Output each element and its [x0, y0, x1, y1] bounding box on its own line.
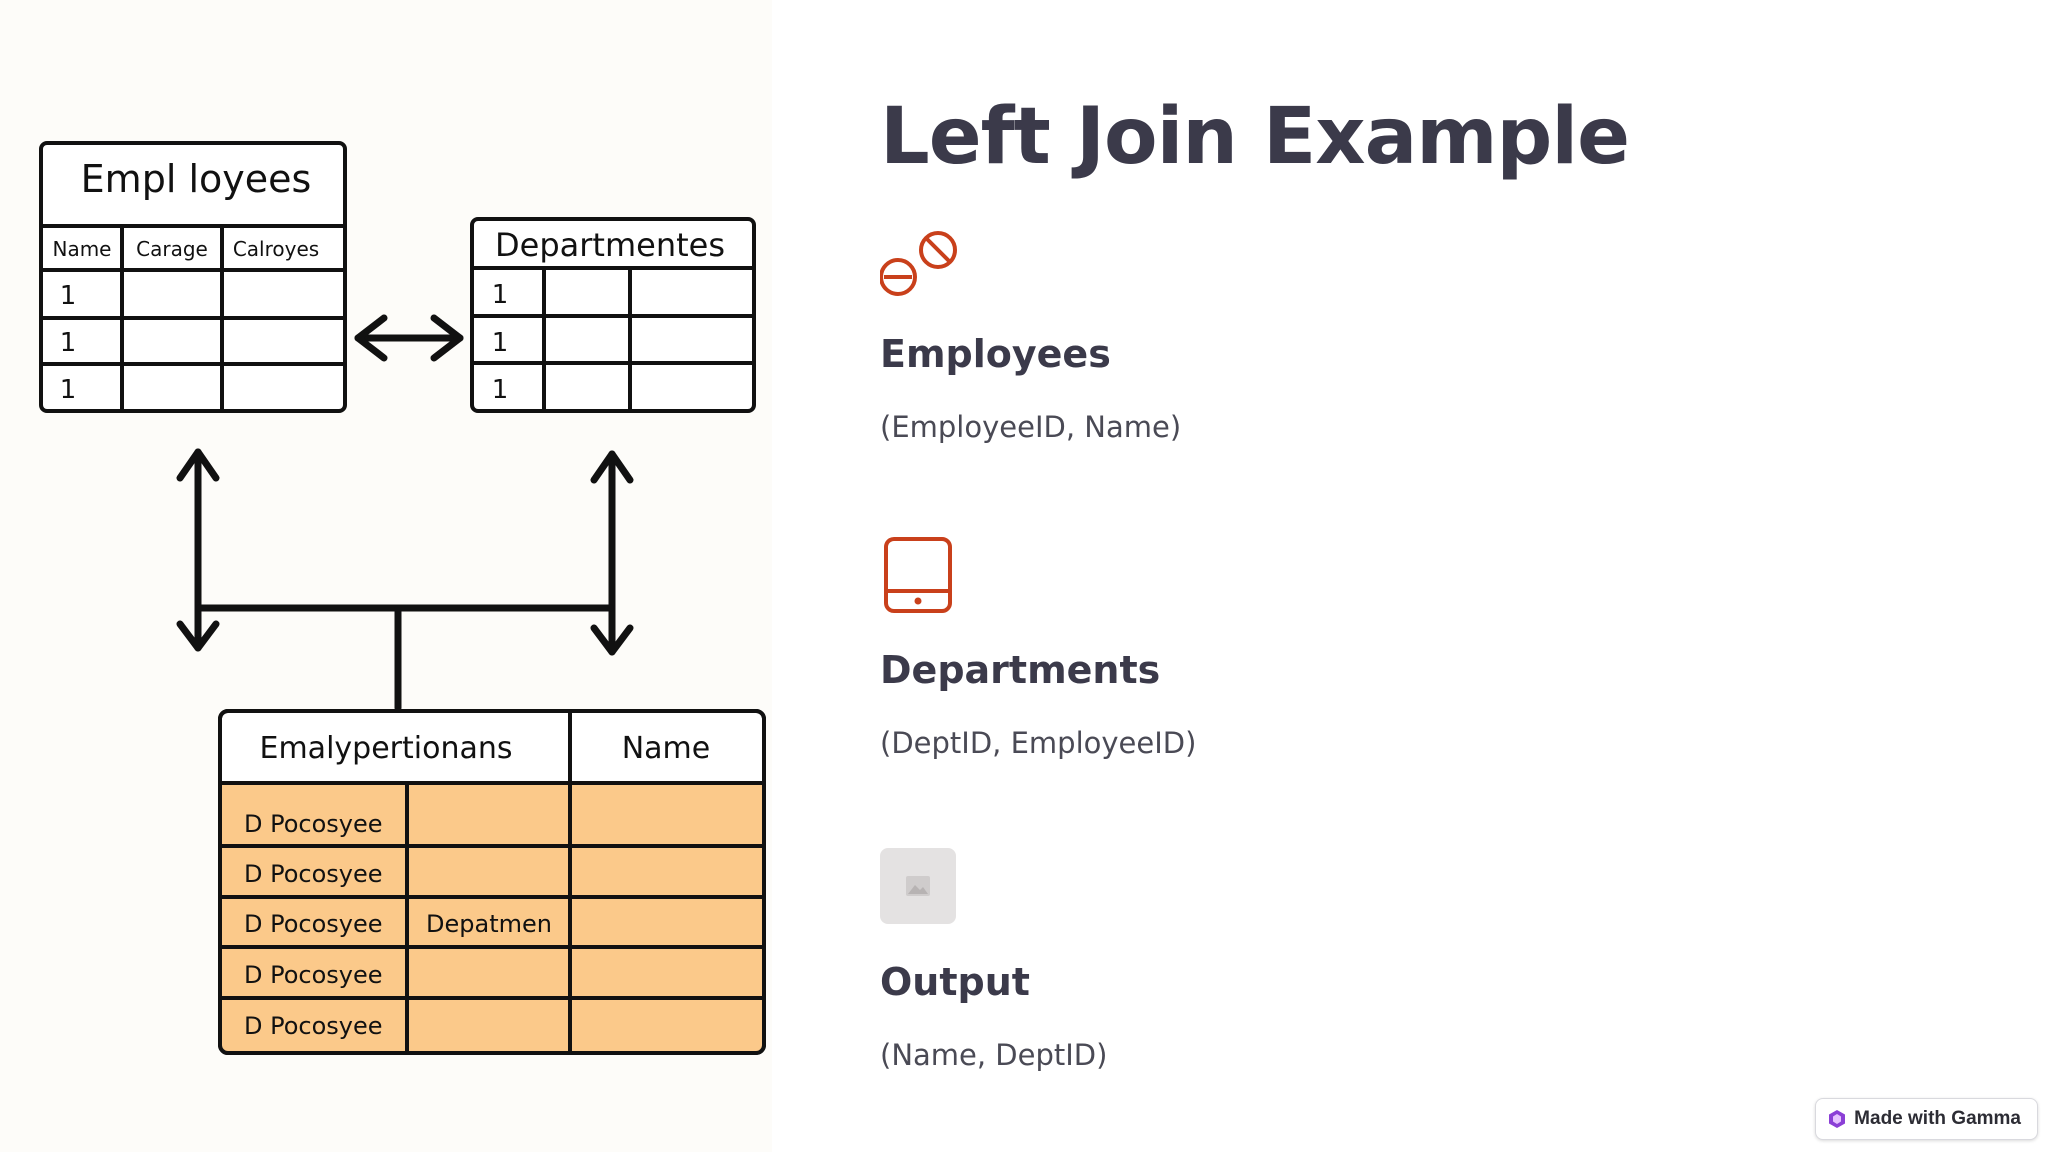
prohibited-icon: [880, 231, 957, 296]
image-placeholder-icon: [880, 848, 956, 924]
feature-departments: Departments (DeptID, EmployeeID): [880, 536, 1780, 766]
employees-col-calroyes: Calroyes: [233, 237, 319, 261]
slide-title: Left Join Example: [880, 92, 1630, 182]
departments-table: [470, 217, 756, 413]
join-illustration: Empl loyees Name Carage Calroyes 1 1 1 D…: [39, 141, 766, 1055]
departments-row-value: 1: [492, 280, 509, 310]
result-table: [218, 709, 766, 1055]
employees-col-carage: Carage: [136, 237, 208, 261]
result-row-value: D Pocosyee: [244, 1012, 383, 1040]
feature-heading: Employees: [880, 332, 1111, 376]
result-col-name: Name: [622, 731, 711, 766]
result-row-value: D Pocosyee: [244, 910, 383, 938]
made-with-gamma-badge[interactable]: Made with Gamma: [1815, 1098, 2038, 1140]
employees-table-title: Empl loyees: [81, 157, 312, 201]
result-row-dept: Depatmen: [426, 910, 552, 938]
tablet-icon: [884, 537, 952, 613]
feature-output: Output (Name, DeptID): [880, 848, 1780, 1078]
feature-text: (DeptID, EmployeeID): [880, 726, 1197, 760]
employees-row-value: 1: [60, 375, 77, 405]
employees-row-value: 1: [60, 328, 77, 358]
departments-row-value: 1: [492, 328, 509, 358]
double-arrow-icon: [354, 314, 464, 362]
result-row-value: D Pocosyee: [244, 961, 383, 989]
badge-label: Made with Gamma: [1854, 1108, 2021, 1129]
feature-text: (Name, DeptID): [880, 1038, 1108, 1072]
feature-text: (EmployeeID, Name): [880, 410, 1182, 444]
result-row-value: D Pocosyee: [244, 810, 383, 838]
result-row-value: D Pocosyee: [244, 860, 383, 888]
feature-heading: Output: [880, 960, 1030, 1004]
result-col-emalypertionans: Emalypertionans: [260, 731, 513, 766]
departments-table-title: Departmentes: [495, 226, 725, 264]
feature-heading: Departments: [880, 648, 1161, 692]
feature-employees: Employees (EmployeeID, Name): [880, 228, 1780, 458]
connector-arrows: [176, 448, 634, 712]
gamma-logo-icon: [1829, 1110, 1846, 1128]
employees-row-value: 1: [60, 281, 77, 311]
illustration-panel: Empl loyees Name Carage Calroyes 1 1 1 D…: [0, 0, 772, 1152]
employees-table: [39, 141, 347, 413]
employees-col-name: Name: [52, 237, 111, 261]
departments-row-value: 1: [492, 375, 509, 405]
